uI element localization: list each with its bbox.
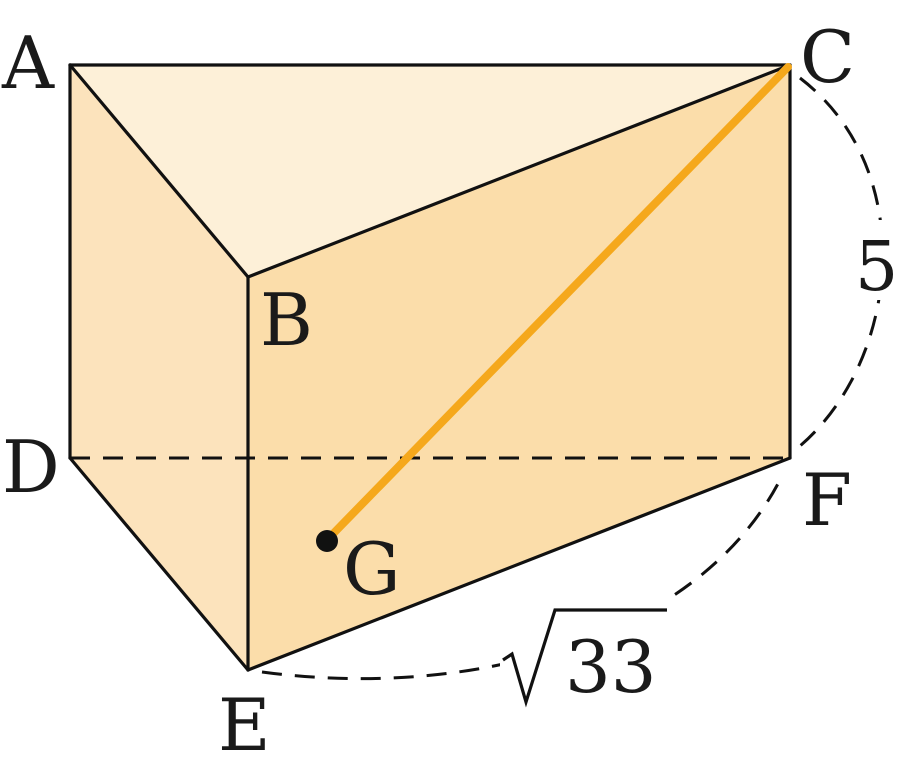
vertex-label-e: E: [218, 683, 271, 767]
vertex-label-f: F: [802, 458, 852, 542]
vertex-label-d: D: [2, 425, 60, 509]
edge-bc: [246, 63, 792, 279]
face-left-abed: [70, 65, 248, 670]
edge-ab: [68, 63, 250, 279]
segment-cg: [323, 63, 792, 544]
label-5-backing: [848, 220, 900, 300]
prism-edges: [68, 63, 792, 672]
edge-de: [68, 456, 250, 672]
vertex-label-g: G: [343, 527, 401, 611]
point-g: [316, 530, 338, 552]
dimension-label-ef-radicand: 33: [565, 625, 657, 709]
face-top-abc: [70, 65, 790, 277]
vertex-label-a: A: [1, 21, 55, 105]
dimension-label-cf: 5: [855, 228, 898, 307]
vertex-label-c: C: [800, 15, 855, 99]
vertex-label-b: B: [260, 278, 313, 362]
radical-sign: [502, 608, 667, 708]
edge-ef: [246, 456, 792, 672]
face-front-bcfe: [248, 65, 790, 670]
